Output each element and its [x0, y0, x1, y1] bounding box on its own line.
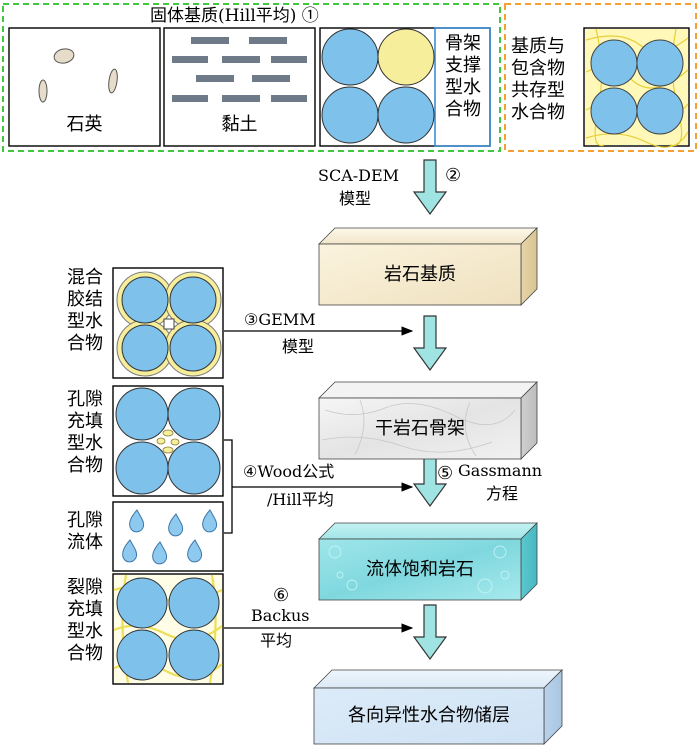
reservoir-block: [313, 669, 563, 745]
flow-arrow-3: [412, 455, 448, 508]
cement-hydrate-label: 混合胶结型水合物: [67, 267, 103, 354]
framework-label-frame: [434, 27, 491, 147]
solid-matrix-group: [2, 3, 501, 152]
rock-matrix-label: 岩石基质: [384, 264, 456, 285]
framework-grains: [321, 28, 435, 144]
fluid-drops: [122, 509, 218, 565]
step3-label: ③GEMM: [244, 310, 316, 329]
step5-label: Gassmann: [458, 461, 543, 480]
step4-label: ④Wood公式: [243, 462, 335, 481]
coexist-grains: [590, 39, 684, 135]
dry-frame-block: [318, 381, 538, 460]
fracture-grains: [116, 577, 220, 681]
cement-pore: [163, 318, 175, 330]
coexist-hydrate-label: 基质与包含物共存型水合物: [511, 36, 565, 123]
step4-suffix: /Hill平均: [267, 490, 334, 509]
coexist-group: [504, 3, 697, 152]
flow-arrow-4: [412, 604, 448, 661]
flow-arrows: [412, 159, 448, 661]
quartz-box: [8, 27, 161, 147]
step2-model-suffix: 模型: [339, 189, 372, 208]
reservoir-label: 各向异性水合物储层: [348, 705, 510, 726]
flow-arrow-2: [412, 315, 448, 372]
fracture-fill-hydrate-label: 裂隙充填型水合物: [67, 577, 103, 664]
step6-label: Backus: [251, 606, 310, 625]
step2-model-name: SCA-DEM: [318, 166, 400, 185]
clay-platelets: [172, 37, 307, 102]
step6-number: ⑥: [273, 585, 290, 606]
step3-suffix: 模型: [282, 337, 315, 356]
clay-box: [163, 27, 316, 147]
cement-grains: [121, 276, 217, 372]
pore-fill-hydrate-label: 孔隙充填型水合物: [67, 389, 103, 476]
framework-hydrate-label: 骨架支撑型水合物: [445, 33, 481, 120]
combine-bracket: [224, 439, 233, 534]
pore-fluid-label: 孔隙流体: [67, 510, 103, 553]
step5-number: ⑤: [437, 463, 454, 484]
saturated-rock-block: [318, 522, 538, 601]
solid-matrix-title: 固体基质(Hill平均) ①: [150, 6, 319, 26]
flow-arrow-1: [412, 159, 448, 216]
pore-fill-grains: [115, 387, 221, 495]
quartz-grains: [38, 48, 118, 103]
pore-fill-hydrate-specks: [156, 429, 180, 454]
step6-suffix: 平均: [260, 631, 293, 650]
saturated-rock-label: 流体饱和岩石: [366, 559, 474, 580]
quartz-label: 石英: [66, 114, 103, 135]
clay-label: 黏土: [221, 114, 258, 135]
rock-matrix-block: [318, 227, 538, 306]
step2-number: ②: [445, 165, 462, 186]
step5-suffix: 方程: [486, 484, 519, 503]
dry-frame-label: 干岩石骨架: [375, 418, 465, 439]
